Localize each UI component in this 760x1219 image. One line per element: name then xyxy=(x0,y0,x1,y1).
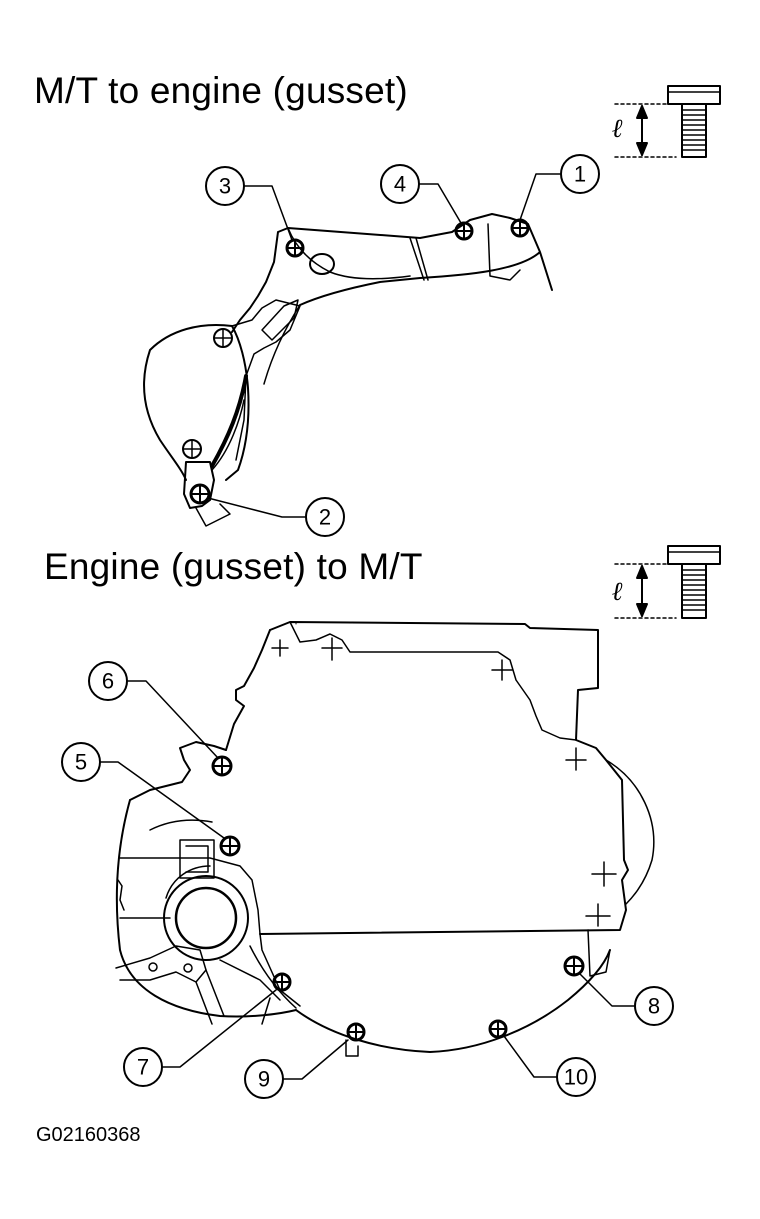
callout-3-label: 3 xyxy=(219,174,231,199)
callout-4: 4 xyxy=(380,164,420,204)
bottom-diagram-title: Engine (gusset) to M/T xyxy=(44,546,423,587)
bolt-1-mark xyxy=(510,218,530,238)
callout-8-label: 8 xyxy=(648,994,660,1019)
bolt-icon-top xyxy=(667,85,721,158)
callout-6-label: 6 xyxy=(102,669,114,694)
leader-lines-top xyxy=(207,173,561,518)
bolt-2-mark xyxy=(189,483,211,505)
callout-3: 3 xyxy=(205,166,245,206)
leader-lines-bottom xyxy=(99,680,636,1080)
bolt-length-icon-top: ℓ xyxy=(612,85,721,158)
callout-10-label: 10 xyxy=(564,1065,588,1090)
bolt-5-mark xyxy=(219,835,241,857)
engine-block-drawing xyxy=(115,621,655,1057)
callout-2: 2 xyxy=(305,497,345,537)
callout-5: 5 xyxy=(61,742,101,782)
callout-2-label: 2 xyxy=(319,505,331,530)
callout-1: 1 xyxy=(560,154,600,194)
bolt-6-mark xyxy=(211,755,233,777)
callout-7-label: 7 xyxy=(137,1055,149,1080)
callout-10: 10 xyxy=(556,1057,596,1097)
length-symbol-bottom: ℓ xyxy=(612,577,623,607)
callout-8: 8 xyxy=(634,986,674,1026)
bolt-10-mark xyxy=(488,1019,508,1039)
callout-7: 7 xyxy=(123,1047,163,1087)
callout-4-label: 4 xyxy=(394,172,406,197)
bolt-9-mark xyxy=(346,1022,366,1042)
bolt-4-mark xyxy=(454,221,474,241)
top-diagram-title: M/T to engine (gusset) xyxy=(34,70,408,111)
callout-9: 9 xyxy=(244,1059,284,1099)
callout-1-label: 1 xyxy=(574,162,586,187)
callout-5-label: 5 xyxy=(75,750,87,775)
bolt-length-icon-bottom: ℓ xyxy=(612,545,721,619)
bolt-8-mark xyxy=(563,955,585,977)
transmission-drawing-top xyxy=(143,213,553,527)
figure-code: G02160368 xyxy=(36,1124,141,1146)
bolt-7-mark xyxy=(272,972,292,992)
bolt-3-mark xyxy=(285,238,305,258)
callout-6: 6 xyxy=(88,661,128,701)
bolt-icon-bottom xyxy=(667,545,721,619)
length-symbol-top: ℓ xyxy=(612,114,623,144)
callout-9-label: 9 xyxy=(258,1067,270,1092)
